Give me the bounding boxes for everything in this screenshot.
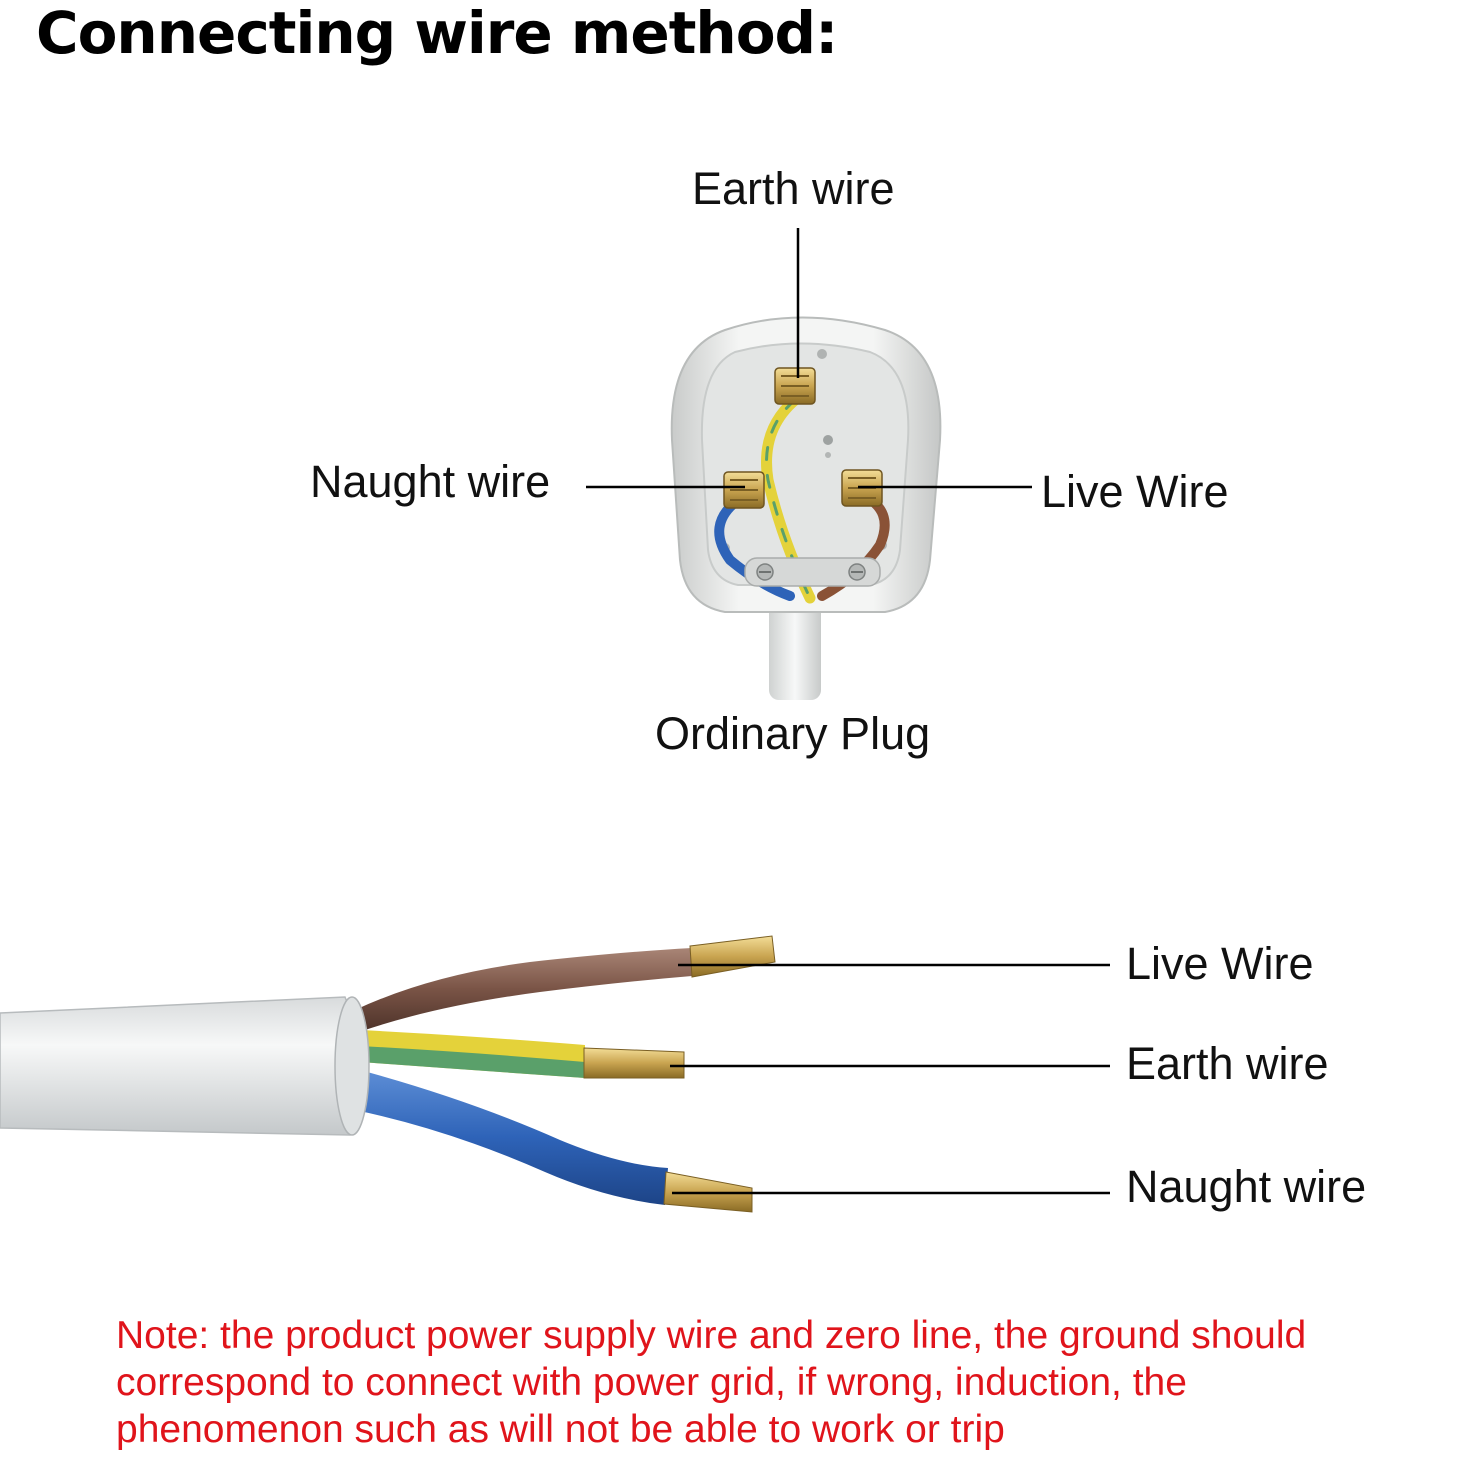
plug-naught-wire <box>714 495 795 601</box>
screw-hole <box>823 435 833 445</box>
plug-cavity <box>700 342 910 586</box>
note-line: Note: the product power supply wire and … <box>116 1314 1307 1357</box>
plug-illustration <box>670 316 942 700</box>
cord-clamp <box>744 557 881 587</box>
screw-hole <box>825 452 831 458</box>
page-title: Connecting wire method: <box>36 0 838 67</box>
earth-conductor <box>583 1047 685 1079</box>
cable-sheath <box>0 996 361 1136</box>
plug-naught-label: Naught wire <box>310 456 551 507</box>
cable-live-label: Live Wire <box>1126 938 1314 989</box>
cable-earth-label: Earth wire <box>1126 1038 1329 1089</box>
live-conductor <box>689 935 776 978</box>
screw-hole <box>817 349 827 359</box>
earth-terminal <box>774 367 816 405</box>
cable-sheath-end <box>334 996 370 1136</box>
cable-earth-stripe <box>360 1046 585 1078</box>
cable-live-wire <box>355 948 692 1030</box>
plug-caption: Ordinary Plug <box>655 708 931 759</box>
cable-illustration <box>0 935 776 1213</box>
naught-terminal <box>723 471 765 509</box>
cable-naught-wire <box>355 1070 668 1205</box>
cable-naught-label: Naught wire <box>1126 1161 1367 1212</box>
note-line: correspond to connect with power grid, i… <box>116 1361 1187 1404</box>
plug-earth-label: Earth wire <box>692 163 895 214</box>
note-line: phenomenon such as will not be able to w… <box>116 1408 1005 1451</box>
plug-live-label: Live Wire <box>1041 466 1229 517</box>
warning-note: Note: the product power supply wire and … <box>116 1312 1459 1453</box>
